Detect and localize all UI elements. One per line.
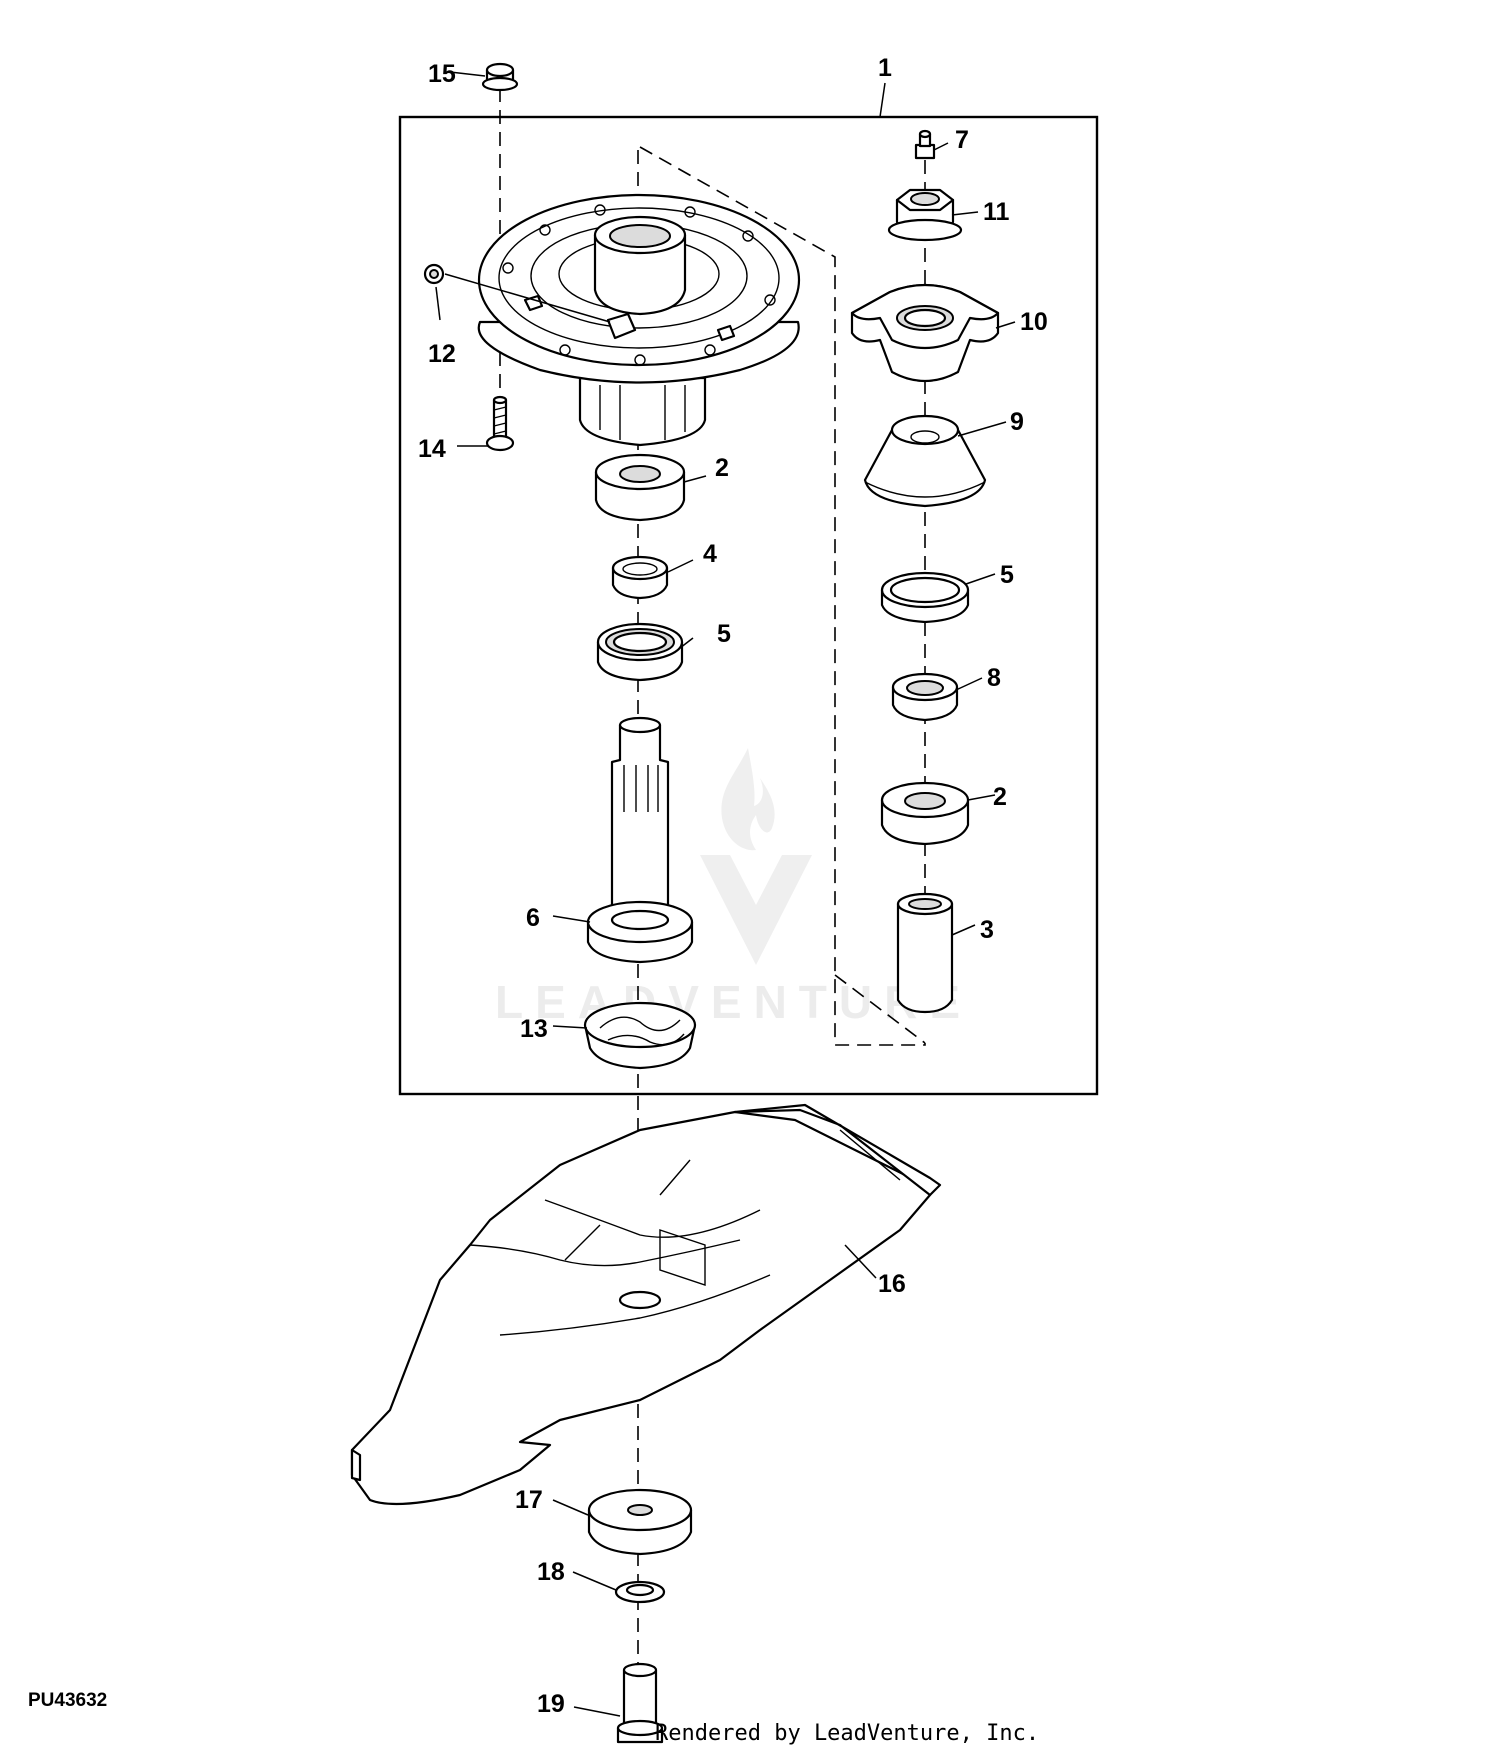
seal-4 — [611, 555, 669, 600]
grease-fitting-12 — [423, 263, 611, 323]
bearing-2-left — [594, 453, 686, 522]
callout-7: 7 — [955, 126, 969, 154]
deflector-cone-9 — [863, 414, 987, 508]
seal-5-right — [880, 571, 970, 624]
mower-blade-16 — [350, 1103, 942, 1506]
spindle-cap-13 — [583, 1001, 697, 1070]
callout-labels: 1 2 2 3 4 5 5 6 7 8 9 10 11 12 13 14 15 … — [418, 54, 1048, 1718]
figure-id: PU43632 — [28, 1690, 107, 1711]
callout-9: 9 — [1010, 408, 1024, 436]
callout-18: 18 — [537, 1558, 565, 1586]
callout-11: 11 — [983, 198, 1010, 226]
watermark-text: LEADVENTURE — [495, 976, 972, 1028]
callout-17: 17 — [515, 1486, 543, 1514]
callout-16: 16 — [878, 1270, 906, 1298]
spacer-8 — [891, 672, 959, 722]
callout-14: 14 — [418, 435, 446, 463]
alignment-guide-line-lower — [834, 974, 926, 1044]
callout-3: 3 — [980, 916, 994, 944]
spacer-sleeve-3 — [896, 892, 954, 1014]
callout-6: 6 — [526, 904, 540, 932]
alignment-guide-line — [639, 146, 926, 1046]
callout-5-right: 5 — [1000, 561, 1014, 589]
callout-15: 15 — [428, 60, 456, 88]
callout-19: 19 — [537, 1690, 565, 1718]
hex-flange-nut-15 — [481, 62, 519, 92]
callout-5-left: 5 — [717, 620, 731, 648]
callout-12: 12 — [428, 340, 456, 368]
spindle-shaft-6 — [586, 716, 694, 964]
assembly-boundary-box — [398, 115, 1099, 1096]
seal-5-left — [596, 622, 684, 682]
callout-10: 10 — [1020, 308, 1048, 336]
callout-8: 8 — [987, 664, 1001, 692]
spindle-housing — [477, 193, 801, 447]
bearing-2-right — [880, 781, 970, 846]
render-credit: Rendered by LeadVenture, Inc. — [655, 1721, 1039, 1746]
grease-fitting-7 — [914, 129, 936, 160]
callout-2-left: 2 — [715, 454, 729, 482]
washer-17 — [587, 1488, 693, 1556]
lock-washer-18 — [614, 1580, 666, 1604]
callout-1: 1 — [878, 54, 892, 82]
blade-adapter-10 — [850, 283, 1000, 382]
hex-nut-11 — [887, 188, 963, 242]
hex-bolt-19 — [616, 1662, 664, 1744]
callout-4: 4 — [703, 540, 717, 568]
callout-2-right: 2 — [993, 783, 1007, 811]
callout-leaders — [435, 71, 1016, 1717]
callout-13: 13 — [520, 1015, 548, 1043]
watermark-logo — [700, 748, 812, 965]
screw-14 — [485, 395, 515, 452]
